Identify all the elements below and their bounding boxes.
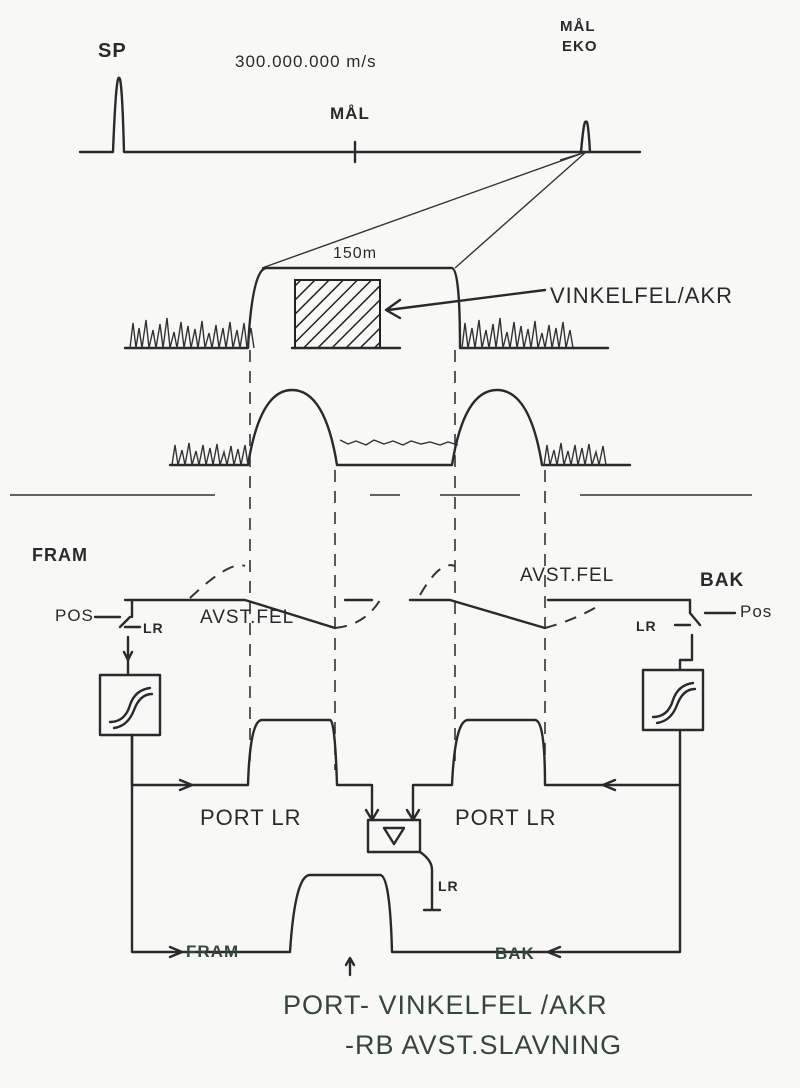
filter-right <box>641 668 705 732</box>
range-error-signals <box>123 564 692 630</box>
target-echo-label-1: MÅL <box>560 18 596 35</box>
width-label: 150m <box>333 245 378 262</box>
lr-left: LR <box>143 620 164 636</box>
pos-right: Pos <box>740 602 773 621</box>
gate-label-left: PORT LR <box>200 805 302 830</box>
lr-amp-label: LR <box>438 878 459 894</box>
pos-left: POS <box>55 606 94 625</box>
bottom-back-label: BAK <box>495 944 535 963</box>
switches <box>93 598 737 677</box>
target-echo-label-2: EKO <box>562 38 598 55</box>
zoom-lines <box>261 151 587 269</box>
target-label: MÅL <box>330 104 370 123</box>
sp-label: SP <box>98 40 127 62</box>
detected-signal <box>168 388 632 467</box>
speed-label: 300.000.000 m/s <box>235 52 377 71</box>
back-label: BAK <box>700 570 745 591</box>
timeline <box>78 76 642 164</box>
range-error-right: AVST.FEL <box>520 565 615 586</box>
bottom-forward-label: FRAM <box>186 942 240 961</box>
angle-error-label: VINKELFEL/AKR <box>550 283 733 308</box>
filter-left <box>98 673 162 737</box>
guide-lines <box>249 350 546 770</box>
gate-loop <box>130 718 682 977</box>
zoomed-pulse <box>123 266 610 350</box>
caption-line-1: PORT- VINKELFEL /AKR <box>283 990 608 1020</box>
range-error-left: AVST.FEL <box>200 607 295 628</box>
lr-right: LR <box>636 618 657 634</box>
forward-label: FRAM <box>32 545 88 565</box>
gate-label-right: PORT LR <box>455 805 557 830</box>
caption-line-2: -RB AVST.SLAVNING <box>345 1030 623 1060</box>
